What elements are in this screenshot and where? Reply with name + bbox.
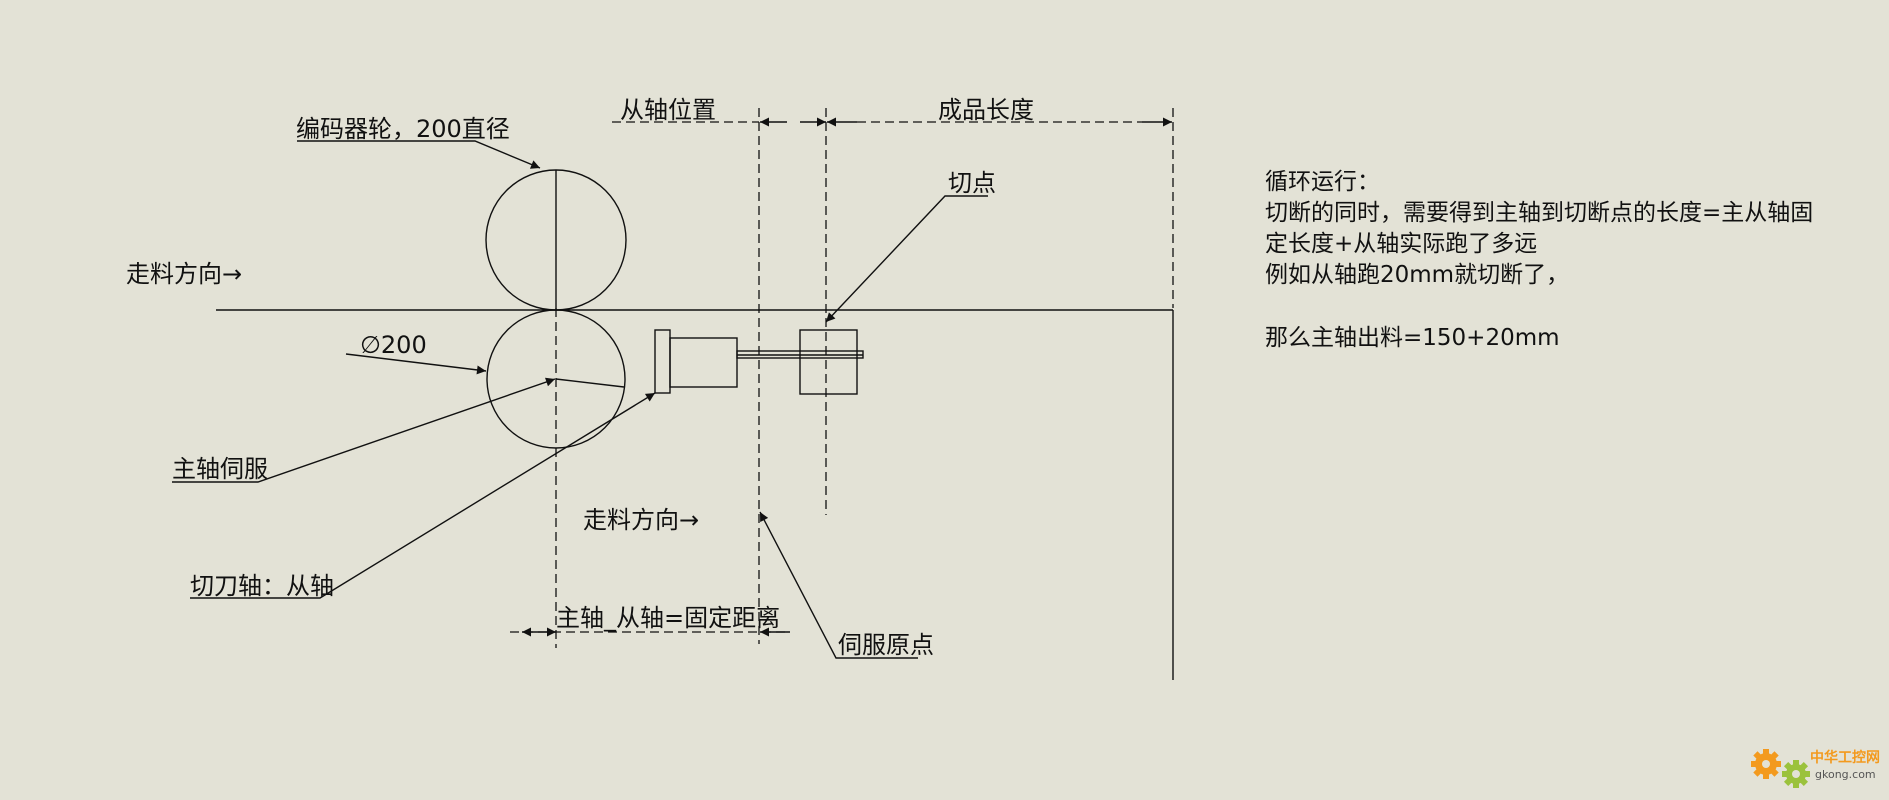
label-servo-origin: 伺服原点 — [838, 631, 934, 659]
leader-diameter — [345, 353, 487, 375]
leader-encoder-wheel — [297, 140, 541, 169]
label-fixed-distance: 主轴_从轴=固定距离 — [556, 604, 780, 632]
watermark-url: gkong.com — [1815, 768, 1876, 781]
gear-icon-orange — [1751, 749, 1781, 779]
label-encoder-wheel: 编码器轮，200直径 — [296, 115, 510, 143]
encoder-wheel-upper — [485, 169, 627, 311]
label-cut-point: 切点 — [948, 169, 996, 197]
leader-cutter-axis — [190, 392, 656, 599]
label-main-axis-servo: 主轴伺服 — [172, 455, 268, 483]
note-line-4: 例如从轴跑20mm就切断了， — [1265, 262, 1569, 288]
label-diameter: ∅200 — [360, 331, 427, 359]
watermark-name: 中华工控网 — [1810, 749, 1880, 766]
gear-icon-green — [1782, 760, 1810, 788]
note-line-1: 循环运行： — [1265, 169, 1380, 195]
label-feed-direction-lower: 走料方向→ — [583, 506, 699, 534]
leader-cut-point — [825, 195, 988, 323]
note-line-2: 切断的同时，需要得到主轴到切断点的长度=主从轴固 — [1265, 200, 1813, 226]
diameter-radius-line — [555, 378, 625, 388]
label-feed-direction-upper: 走料方向→ — [126, 260, 242, 288]
leader-servo-origin — [759, 511, 918, 659]
label-slave-position: 从轴位置 — [620, 96, 716, 124]
label-cutter-axis: 切刀轴：从轴 — [190, 572, 334, 600]
leader-main-servo — [172, 377, 556, 483]
watermark-logo: 中华工控网 gkong.com — [1751, 749, 1880, 788]
cutter-head — [799, 329, 858, 395]
note-line-5: 那么主轴出料=150+20mm — [1265, 325, 1560, 351]
notes-block: 循环运行： 切断的同时，需要得到主轴到切断点的长度=主从轴固 定长度+从轴实际跑… — [1265, 169, 1813, 351]
label-product-length: 成品长度 — [938, 96, 1034, 124]
note-line-3: 定长度+从轴实际跑了多远 — [1265, 231, 1537, 257]
